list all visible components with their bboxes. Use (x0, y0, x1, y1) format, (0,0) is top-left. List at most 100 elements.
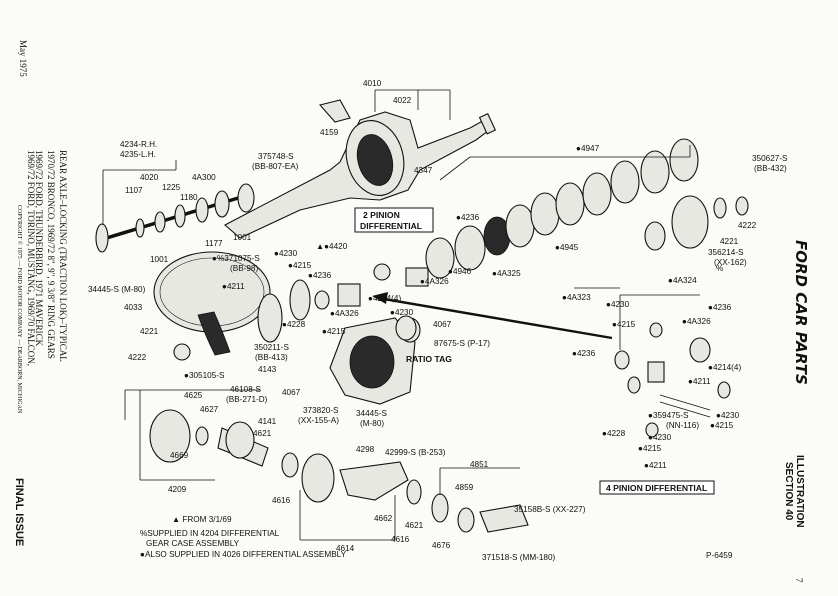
label-4222-b: 4222 (128, 353, 147, 362)
label-42999: 42999-S (B-253) (385, 448, 446, 457)
two-pinion-line-2: DIFFERENTIAL (360, 221, 422, 231)
label-375748-code: (BB-807-EA) (252, 162, 299, 171)
label-4947: ●4947 (576, 144, 600, 153)
label-4A324: ●4A324 (668, 276, 697, 285)
label-r-4230-b: ●4230 (716, 411, 740, 420)
label-373820: 373820-S (303, 406, 339, 415)
label-4067-a: 4067 (433, 320, 452, 329)
label-4627: 4627 (200, 405, 219, 414)
footnotes: ▲ FROM 3/1/69 %SUPPLIED IN 4204 DIFFEREN… (140, 515, 733, 560)
four-pinion-parts (614, 322, 731, 438)
clutch-pack-4947 (425, 138, 749, 279)
label-4A326-b: ●4A326 (330, 309, 359, 318)
label-4859: 4859 (455, 483, 474, 492)
arrow-head (372, 292, 388, 304)
label-r-4230: ●4230 (606, 300, 630, 309)
ratio-tag-label: RATIO TAG (406, 354, 452, 364)
label-4022: 4022 (393, 96, 412, 105)
note-gear-case: GEAR CASE ASSEMBLY (146, 539, 240, 548)
label-4234: 4234-R.H. (120, 140, 157, 149)
label-4A323: ●4A323 (562, 293, 591, 302)
label-r-4211: ●4211 (688, 377, 711, 386)
title-line-4: 1969/72 FORD, TORINO, MUSTANG, 1969/70 F… (26, 150, 36, 366)
leader-lines (102, 89, 700, 541)
pointer-arrow (377, 296, 613, 340)
label-percent: % (716, 264, 723, 273)
note-from-date: ▲ FROM 3/1/69 (172, 515, 232, 524)
label-4236-b: ●4236 (308, 271, 332, 280)
label-4236-a: ●4236 (456, 213, 480, 222)
two-pinion-box: 2 PINION DIFFERENTIAL (354, 207, 434, 233)
label-4221: 4221 (720, 237, 739, 246)
two-pinion-line-1: 2 PINION (363, 210, 400, 220)
label-1177: 1177 (205, 239, 223, 248)
diagram-title: REAR AXLE–LOCKING (TRACTION LOK)–TYPICAL (58, 150, 68, 362)
label-r-4236-b: ●4236 (572, 349, 596, 358)
pinion-assembly-4209 (149, 409, 529, 533)
label-1225: 1225 (162, 183, 181, 192)
label-4616-b: 4616 (391, 535, 410, 544)
label-1001-a: 1001 (233, 233, 252, 242)
label-4215-b: ●4215 (322, 327, 346, 336)
label-4235: 4235-L.H. (120, 150, 156, 159)
title-line-2: 1970/72 BRONCO, 1969/72 8", 9", 9 3/8" R… (46, 150, 56, 359)
label-350211-code: (BB-413) (255, 353, 288, 362)
label-r-359475: ●359475-S (648, 411, 689, 420)
label-350627-code: (BB-432) (754, 164, 787, 173)
label-350211: 350211-S (254, 343, 289, 352)
note-supplied-4026: ●ALSO SUPPLIED IN 4026 DIFFERENTIAL ASSE… (140, 550, 347, 559)
label-356214: 356214-S (708, 248, 744, 257)
label-r-4236: ●4236 (708, 303, 732, 312)
label-4616-a: 4616 (272, 496, 291, 505)
label-r-359475-code: (NN-116) (666, 421, 699, 430)
label-4621-b: 4621 (405, 521, 424, 530)
label-4298: 4298 (356, 445, 375, 454)
label-4211-a: ●4211 (222, 282, 245, 291)
label-34445-a: 34445-S (M-80) (88, 285, 146, 294)
right-header: FORD CAR PARTS ILLUSTRATION SECTION 40 7 (783, 240, 810, 583)
label-4621-a: 4621 (253, 429, 272, 438)
label-4669: 4669 (170, 451, 189, 460)
label-r-4215-c: ●4215 (638, 444, 662, 453)
label-4851: 4851 (470, 460, 489, 469)
label-371518: 371518-S (MM-180) (482, 553, 556, 562)
label-4676: 4676 (432, 541, 451, 550)
label-34445-c: (M-80) (360, 419, 384, 428)
label-r-4A326: ●4A326 (682, 317, 711, 326)
label-r-4215-b: ●4215 (710, 421, 734, 430)
note-supplied-4204: %SUPPLIED IN 4204 DIFFERENTIAL (140, 529, 280, 538)
label-4A326-a: ●4A326 (420, 277, 449, 286)
label-4141: 4141 (258, 417, 277, 426)
label-r-4228: ●4228 (602, 429, 626, 438)
label-4230-b: ●4230 (390, 308, 414, 317)
page-mark: 7 (794, 578, 804, 583)
label-4214-a: ●4214(4) (368, 294, 401, 303)
label-4010: 4010 (363, 79, 382, 88)
label-4662: 4662 (374, 514, 393, 523)
label-4230-a: ●4230 (274, 249, 298, 258)
label-4209: 4209 (168, 485, 187, 494)
label-4945: ●4945 (555, 243, 579, 252)
label-4A325: ●4A325 (492, 269, 521, 278)
label-1107: 1107 (125, 186, 143, 195)
left-header: May 1975 REAR AXLE–LOCKING (TRACTION LOK… (13, 40, 68, 546)
label-375748: 375748-S (258, 152, 294, 161)
date-stamp: May 1975 (18, 40, 28, 77)
four-pinion-label: 4 PINION DIFFERENTIAL (606, 483, 707, 493)
label-1001-b: 1001 (150, 255, 169, 264)
label-r-4211-b: ●4211 (644, 461, 667, 470)
label-r-4215: ●4215 (612, 320, 636, 329)
label-371075-code: (BB-98) (230, 264, 258, 273)
label-4614: 4614 (336, 544, 355, 553)
part-labels: 4010 4022 4159 375748-S (BB-807-EA) 4347… (88, 79, 788, 562)
label-373820-code: (XX-155-A) (298, 416, 339, 425)
label-r-4214: ●4214(4) (708, 363, 741, 372)
label-356214-code: (XX-162) (714, 258, 747, 267)
label-4625: 4625 (184, 391, 203, 400)
label-4020: 4020 (140, 173, 159, 182)
label-305105: ●305105-S (184, 371, 225, 380)
label-4067-b: 4067 (282, 388, 301, 397)
differential-cover-4033 (153, 251, 311, 361)
label-35158: 35158B-S (XX-227) (514, 505, 586, 514)
